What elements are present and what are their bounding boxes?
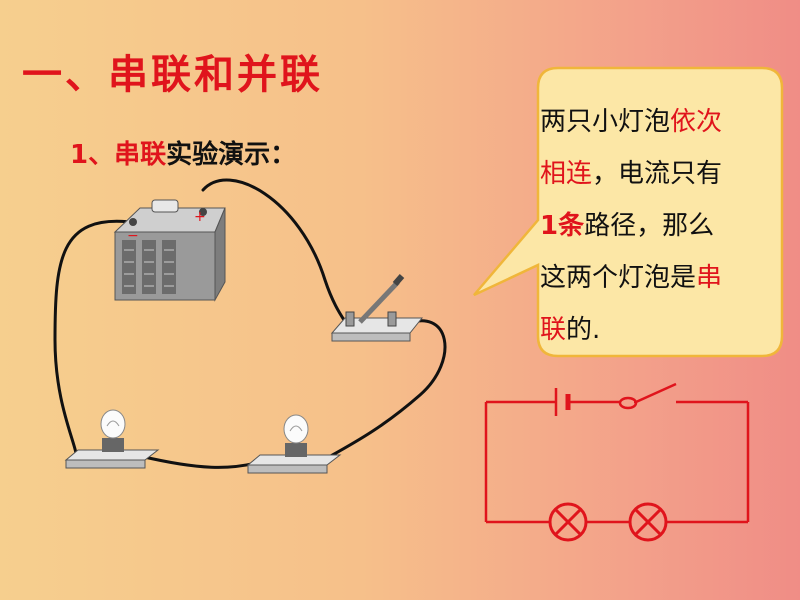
- callout-line-2: 相连，电流只有: [540, 159, 723, 189]
- cell-symbol-icon: [554, 388, 571, 416]
- wire-switch-to-bulb2: [318, 319, 447, 464]
- lamp-symbol-icon: [548, 502, 588, 542]
- lamp-symbol-icon: [628, 502, 668, 542]
- callout-line-5: 联的.: [540, 315, 601, 345]
- switch-symbol-icon: [618, 382, 677, 410]
- wire-battery-to-switch: [201, 178, 352, 332]
- subtitle-rest: 实验演示：: [166, 140, 297, 170]
- wire-battery-to-bulb1: [53, 219, 132, 462]
- subtitle-highlight: 串联: [114, 140, 167, 170]
- callout-line-1: 两只小灯泡依次: [540, 107, 723, 137]
- battery-negative-label: −: [127, 228, 139, 244]
- switch-icon: [330, 274, 424, 342]
- callout-line-4: 这两个灯泡是串: [540, 263, 723, 293]
- callout-text: 两只小灯泡依次 相连，电流只有 1条路径，那么 这两个灯泡是串 联的.: [540, 96, 768, 356]
- battery-icon: − +: [113, 199, 226, 302]
- subtitle-number: 1、: [70, 140, 115, 170]
- bulb-icon: [64, 409, 160, 469]
- wire-bulb1-to-bulb2: [138, 454, 262, 469]
- bulb-icon: [246, 414, 342, 474]
- page-title: 一、串联和并联: [22, 52, 323, 98]
- series-circuit-diagram: [484, 382, 750, 542]
- battery-positive-label: +: [194, 209, 206, 225]
- callout-line-3: 1条路径，那么: [540, 211, 715, 241]
- callout-bubble: [473, 66, 784, 358]
- section-subtitle: 1、串联实验演示：: [70, 134, 296, 171]
- circuit-apparatus-illustration: − +: [53, 178, 447, 474]
